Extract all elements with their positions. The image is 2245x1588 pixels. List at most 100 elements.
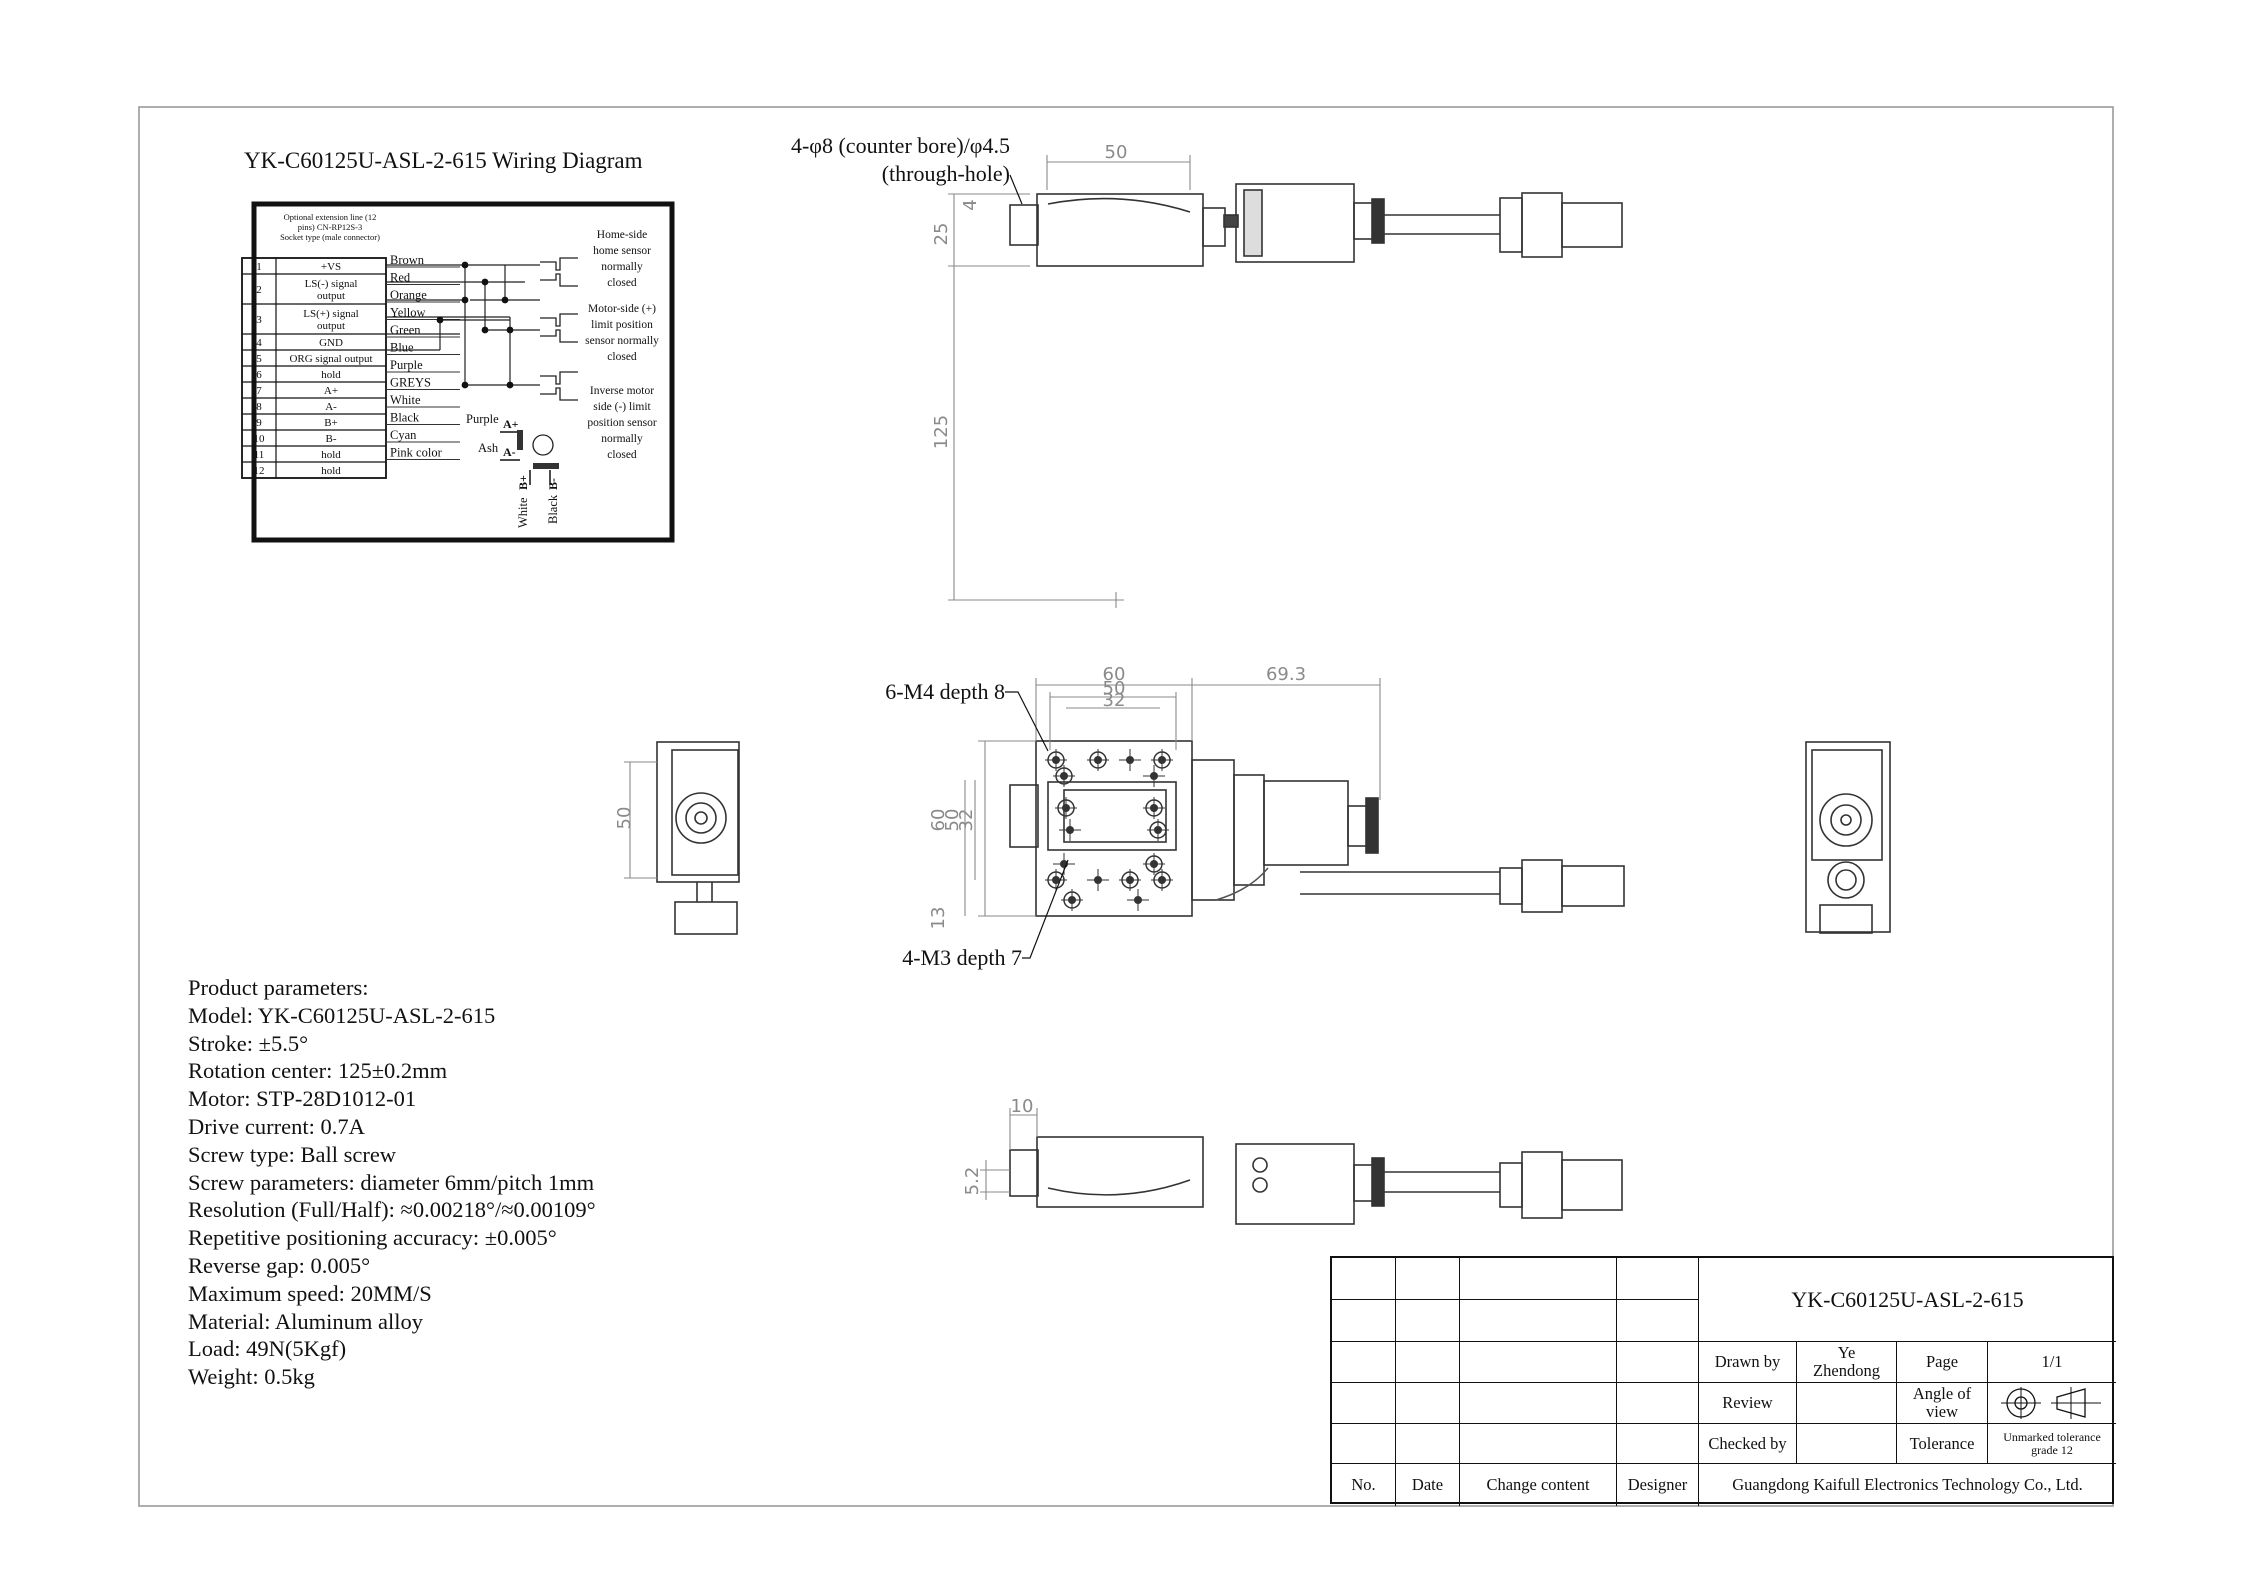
pin-signal: output (317, 290, 345, 302)
mounting-holes (1045, 749, 1173, 911)
pin-signal: hold (321, 369, 341, 381)
sensor-inverse-3: position sensor (587, 417, 656, 429)
wire-color-label: Purple (390, 358, 423, 372)
tb-col-designer: Designer (1617, 1464, 1699, 1506)
pin-number: 2 (256, 284, 262, 296)
mounting-hole (1045, 869, 1067, 891)
left-side-view (624, 741, 740, 935)
tb-model: YK-C60125U-ASL-2-615 (1699, 1258, 2116, 1342)
parameter-line: Motor: STP-28D1012-01 (188, 1086, 417, 1112)
tb-angle-label: Angle of view (1897, 1383, 1988, 1424)
tb-tolerance-label: Tolerance (1897, 1424, 1988, 1464)
mounting-hole (1143, 797, 1165, 819)
wiring-diagram-title: YK-C60125U-ASL-2-615 Wiring Diagram (244, 148, 643, 173)
product-parameters: Product parameters:Model: YK-C60125U-ASL… (188, 974, 596, 1391)
pin-signal: B+ (324, 417, 338, 429)
a-plus-label: A+ (503, 417, 519, 431)
mounting-hole (1127, 889, 1149, 911)
callout-counterbore-line1: 4-φ8 (counter bore)/φ4.5 (791, 133, 1010, 158)
wire-color-label: Brown (390, 253, 425, 267)
tb-rev-cell (1460, 1258, 1617, 1300)
sensor-home-2: home sensor (593, 245, 651, 257)
dim-top-125: 125 (931, 415, 952, 449)
top-view (948, 155, 1623, 608)
connector-note-3: Socket type (male connector) (280, 232, 380, 242)
parameter-line: Resolution (Full/Half): ≈0.00218°/≈0.001… (188, 1197, 596, 1223)
dim-side-50: 50 (614, 807, 635, 830)
pin-signal: hold (321, 465, 341, 477)
mounting-hole (1055, 797, 1077, 819)
dim-left-60: 60 (928, 809, 949, 832)
b-minus-label: B- (546, 478, 560, 490)
tb-rev-cell (1332, 1258, 1396, 1300)
tb-rev-cell (1396, 1300, 1460, 1342)
tb-tolerance-value: Unmarked tolerance grade 12 (1988, 1424, 2116, 1464)
parameter-line: Repetitive positioning accuracy: ±0.005° (188, 1225, 557, 1251)
pin-number: 11 (254, 449, 265, 461)
wire-color-label: Cyan (390, 428, 417, 442)
bottom-view (980, 1108, 1623, 1225)
pin-number: 4 (256, 337, 262, 349)
tb-rev-cell (1617, 1342, 1699, 1383)
mounting-hole (1119, 869, 1141, 891)
tb-rev-cell (1460, 1342, 1617, 1383)
dim-left-32: 32 (956, 809, 977, 832)
tb-rev-cell (1396, 1342, 1460, 1383)
connector-note-2: pins) CN-RP12S-3 (298, 222, 362, 232)
sensor-home-3: normally (601, 261, 643, 273)
wire-color-label: Blue (390, 341, 414, 355)
pin-number: 9 (256, 417, 262, 429)
a-minus-label: A- (503, 445, 516, 459)
sensor-motor-3: sensor normally (585, 335, 659, 347)
white-label: White (516, 497, 530, 528)
pin-number: 5 (256, 353, 262, 365)
dim-mid-69-3: 69.3 (1266, 664, 1306, 685)
tb-rev-cell (1617, 1383, 1699, 1424)
mounting-hole (1059, 819, 1081, 841)
callout-leaders (1005, 174, 1069, 959)
wire-color-label: Black (390, 411, 420, 425)
tb-rev-cell (1332, 1424, 1396, 1464)
pin-signal: output (317, 320, 345, 332)
black-label: Black (546, 494, 560, 524)
mounting-hole (1061, 889, 1083, 911)
wiring-diagram: Optional extension line (12 pins) CN-RP1… (241, 201, 675, 543)
junction-dots (436, 261, 514, 389)
tb-rev-cell (1460, 1424, 1617, 1464)
tb-page-label: Page (1897, 1342, 1988, 1383)
tb-rev-cell (1617, 1424, 1699, 1464)
wiring-diagram-frame (251, 201, 675, 543)
tb-rev-cell (1332, 1300, 1396, 1342)
pin-number: 8 (256, 401, 262, 413)
projection-symbol-icon (1988, 1383, 2116, 1424)
sensor-motor-2: limit position (591, 319, 653, 331)
pin-signal: LS(+) signal (303, 308, 358, 320)
tb-rev-cell (1332, 1342, 1396, 1383)
parameter-line: Maximum speed: 20MM/S (188, 1280, 432, 1306)
pin-signal: A+ (324, 385, 338, 397)
wire-color-label: White (390, 393, 421, 407)
tb-rev-cell (1396, 1383, 1460, 1424)
sensor-symbols (540, 257, 578, 401)
mounting-hole (1087, 749, 1109, 771)
parameter-line: Screw parameters: diameter 6mm/pitch 1mm (188, 1169, 595, 1195)
tb-review-value (1797, 1383, 1897, 1424)
dim-mid-32: 32 (1103, 690, 1126, 711)
dim-top-25: 25 (931, 223, 952, 246)
pin-number: 1 (256, 261, 262, 273)
parameter-line: Weight: 0.5kg (188, 1364, 315, 1390)
connector-note-1: Optional extension line (12 (284, 212, 377, 222)
mounting-hole (1119, 749, 1141, 771)
front-view (964, 678, 1625, 917)
wire-color-label: Pink color (390, 446, 443, 460)
sheet-frame (138, 106, 2114, 1507)
sensor-inverse-5: closed (607, 449, 637, 461)
mounting-hole (1151, 749, 1173, 771)
pin-number: 10 (254, 433, 266, 445)
mounting-hole (1151, 869, 1173, 891)
pin-number: 7 (256, 385, 262, 397)
tb-col-no: No. (1332, 1464, 1396, 1506)
tb-rev-cell (1332, 1383, 1396, 1424)
